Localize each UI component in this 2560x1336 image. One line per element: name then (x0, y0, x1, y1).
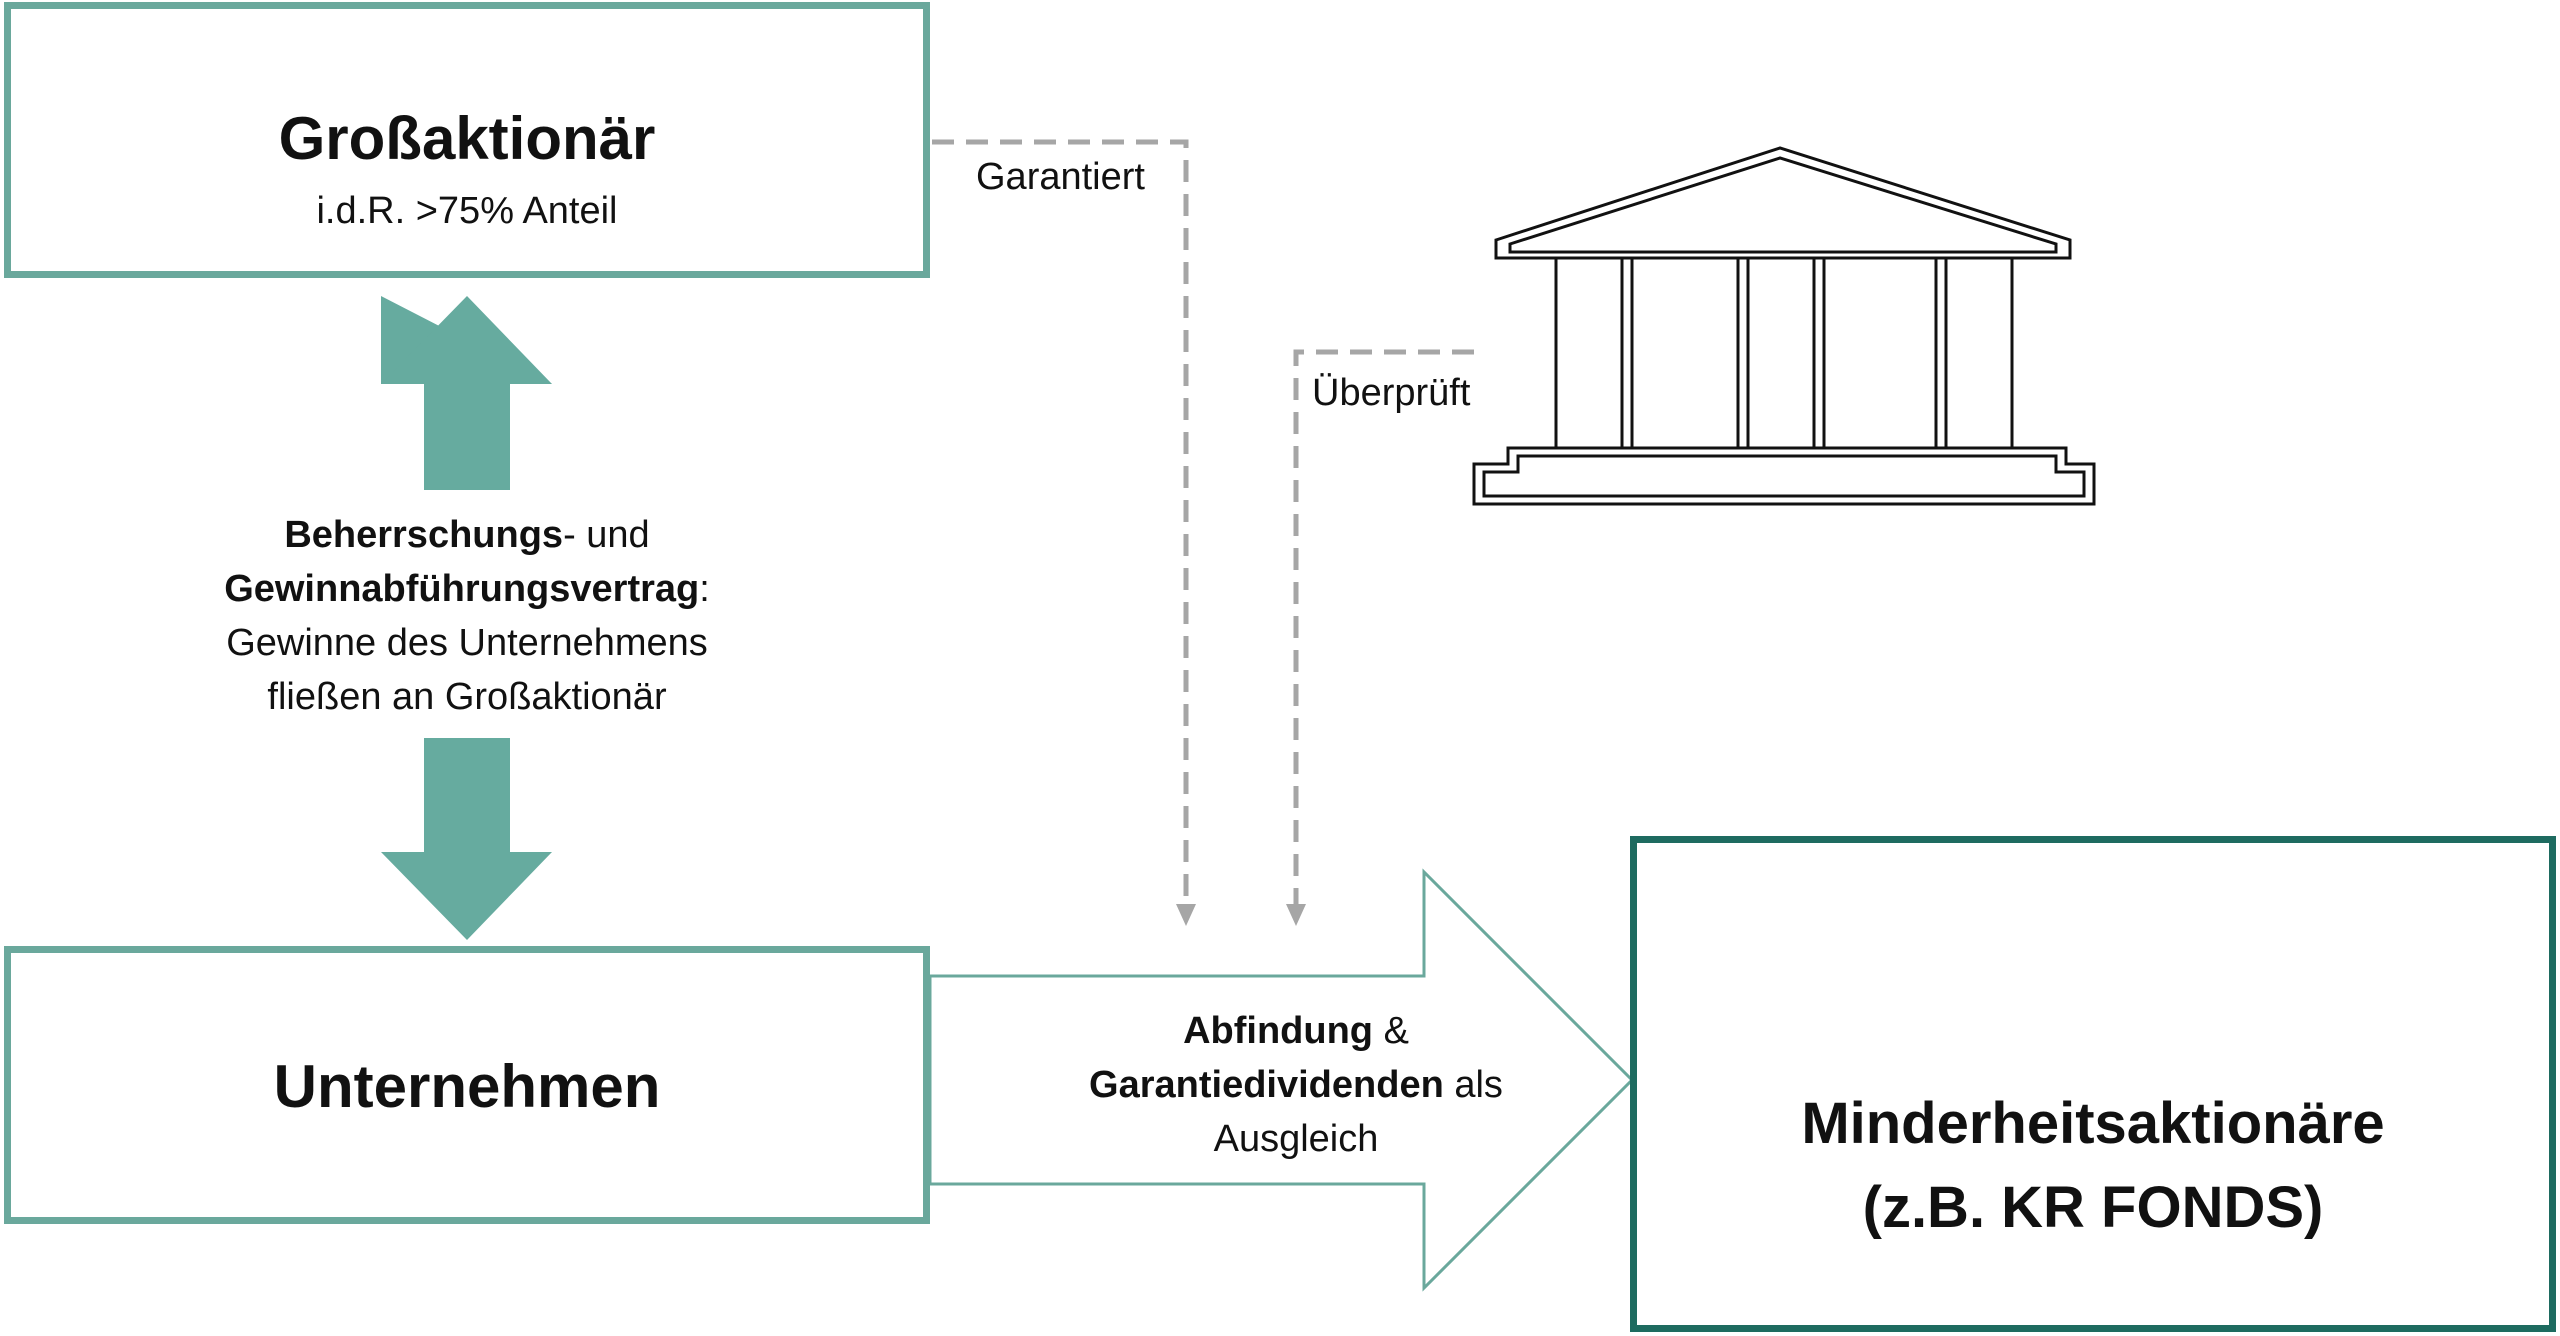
unternehmen-title: Unternehmen (273, 1053, 661, 1120)
ausgleich-line1-bold: Abfindung (1183, 1010, 1374, 1052)
ausgleich-line2-bold: Garantiedividenden (1089, 1064, 1444, 1106)
compensation-arrow (928, 868, 1635, 1292)
ausgleich-line2-rest: als (1443, 1064, 1503, 1106)
vertrag-line1-bold: Beherrschungs (284, 514, 564, 556)
vertrag-line1-rest: - und (563, 514, 650, 556)
ausgleich-line2: Garantiedividenden als (1036, 1058, 1556, 1112)
ueberprueft-arrowhead (1286, 904, 1306, 926)
ausgleich-line1-rest: & (1373, 1010, 1409, 1052)
garantiert-connector (932, 139, 1189, 904)
minderheit-title-line1: Minderheitsaktionäre (1801, 1091, 2385, 1156)
vertrag-line1: Beherrschungs- und (116, 508, 818, 562)
vertrag-line4: fließen an Großaktionär (267, 676, 667, 718)
ueberprueft-label: Überprüft (1312, 372, 1471, 414)
grossaktionaer-box (4, 2, 930, 278)
vertrag-line2-rest: : (699, 568, 710, 610)
vertrag-line2: Gewinnabführungsvertrag: (116, 562, 818, 616)
minderheitsaktionaere-box (1630, 836, 2556, 1332)
vertrag-text: Beherrschungs- und Gewinnabführungsvertr… (116, 508, 818, 724)
unternehmen-box (4, 946, 930, 1224)
vertrag-line2-bold: Gewinnabführungsvertrag (224, 568, 700, 610)
ueberprueft-connector (1293, 349, 1474, 904)
garantiert-arrowhead (1176, 904, 1196, 926)
ausgleich-text: Abfindung & Garantiedividenden als Ausgl… (1036, 1004, 1556, 1166)
garantiert-label: Garantiert (976, 156, 1145, 198)
ausgleich-line1: Abfindung & (1036, 1004, 1556, 1058)
vertrag-line3: Gewinne des Unternehmens (226, 622, 708, 664)
down-arrow (381, 738, 552, 940)
minderheit-title-line2: (z.B. KR FONDS) (1862, 1175, 2324, 1240)
up-arrow-head (381, 296, 552, 384)
courthouse-icon (1472, 146, 2096, 506)
ausgleich-line3: Ausgleich (1213, 1118, 1379, 1160)
grossaktionaer-title: Großaktionär (278, 105, 656, 172)
grossaktionaer-subtitle: i.d.R. >75% Anteil (316, 190, 618, 232)
